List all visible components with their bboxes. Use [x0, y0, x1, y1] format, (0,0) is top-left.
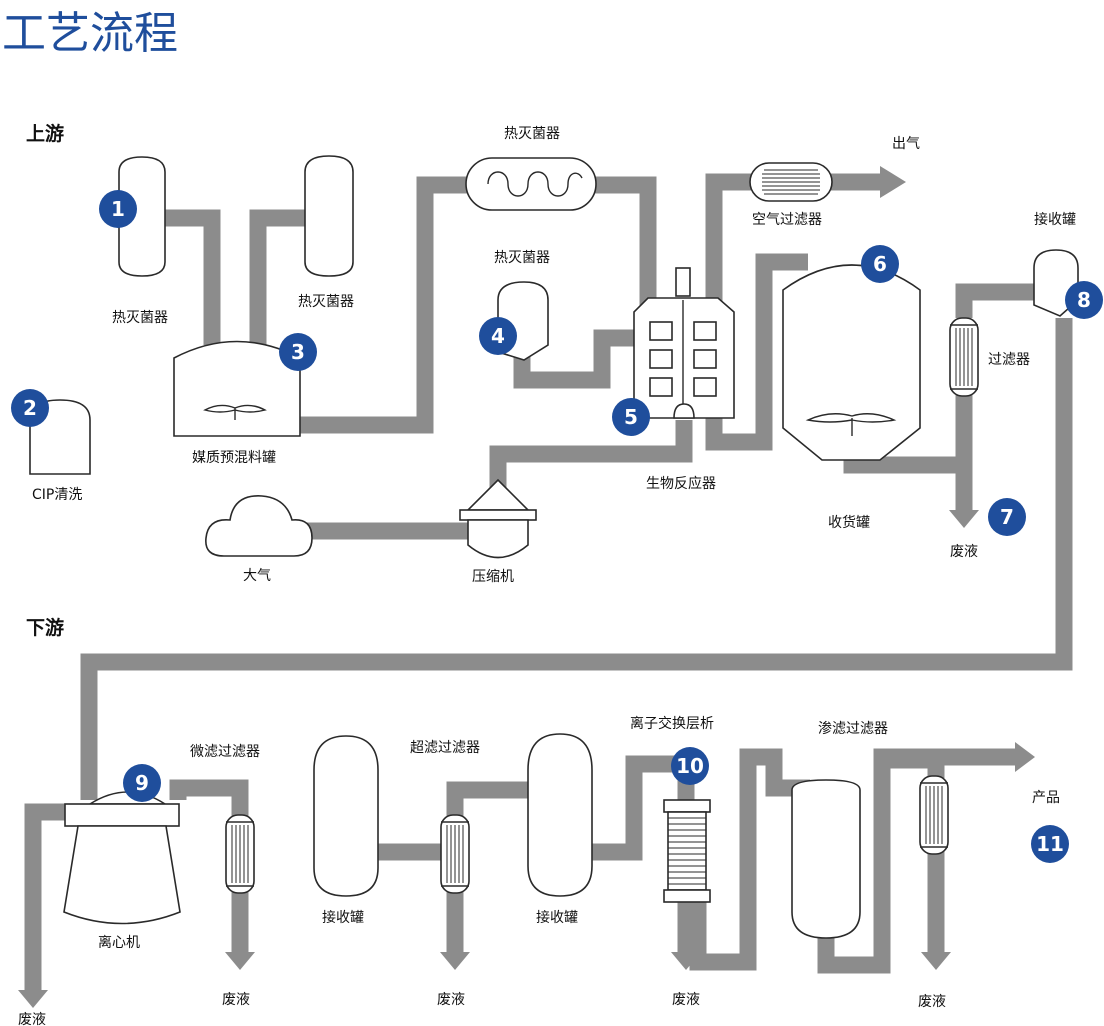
pipe-ultrafilter-in: [446, 781, 528, 818]
waste-arrow-icon: [440, 952, 470, 970]
label-diafilter: 渗滤过滤器: [818, 721, 888, 737]
exhaust-arrow-icon: [880, 166, 906, 198]
waste-arrow-icon: [225, 952, 255, 970]
final-filter: [919, 775, 949, 855]
label-harvest-tank: 收货罐: [828, 514, 870, 531]
pipe-centrifuge-microfilter: [169, 779, 249, 820]
step-badge-3: 3: [279, 333, 317, 371]
pipe-ion-diafilter: [689, 748, 810, 971]
label-receiver-2: 接收罐: [536, 909, 578, 926]
label-sterilizer-top: 热灭菌器: [504, 126, 560, 142]
label-waste-ion: 废液: [672, 992, 700, 1008]
label-waste-ultra: 废液: [437, 992, 465, 1008]
svg-text:8: 8: [1077, 288, 1091, 312]
filter-top: [949, 317, 979, 397]
label-bioreactor: 生物反应器: [646, 475, 716, 492]
waste-arrow-icon: [18, 990, 48, 1008]
label-receiver-1: 接收罐: [322, 909, 364, 926]
label-ion-exchange: 离子交换层析: [630, 715, 714, 732]
microfilter: [225, 814, 255, 894]
atmosphere-cloud-icon: [205, 495, 313, 557]
pipe-upstream-downstream: [80, 318, 1073, 800]
receiver-tank-2: [527, 733, 593, 897]
page-title: 工艺流程: [2, 8, 178, 59]
harvest-tank: [782, 264, 921, 461]
step-badge-4: 4: [479, 317, 517, 355]
pipe-compressor-reactor: [489, 420, 693, 488]
label-receiver-top: 接收罐: [1034, 211, 1076, 228]
pipe-harvest-waste: [843, 456, 973, 510]
svg-text:4: 4: [491, 324, 505, 348]
label-ultrafilter: 超滤过滤器: [410, 740, 480, 756]
label-cip: CIP清洗: [32, 487, 82, 503]
step-badge-10: 10: [671, 747, 709, 785]
step-badge-1: 1: [99, 190, 137, 228]
label-waste-micro: 废液: [222, 992, 250, 1008]
waste-arrow-icon: [949, 510, 979, 528]
label-waste-centrifuge: 废液: [18, 1012, 46, 1026]
pipe-diafilter-filter: [882, 751, 945, 778]
svg-text:3: 3: [291, 340, 305, 364]
product-arrow-icon: [1015, 742, 1035, 772]
svg-text:9: 9: [135, 771, 149, 795]
svg-text:11: 11: [1036, 832, 1064, 856]
step-badge-8: 8: [1065, 281, 1103, 319]
step-badge-9: 9: [123, 764, 161, 802]
svg-text:2: 2: [23, 396, 37, 420]
label-exhaust: 出气: [892, 136, 920, 152]
label-product: 产品: [1032, 790, 1060, 806]
label-atmosphere: 大气: [243, 568, 271, 584]
label-mixing-tank: 媒质预混料罐: [192, 450, 276, 466]
receiver-tank-1: [313, 735, 379, 897]
sterilizer-3-vessel: [304, 155, 354, 277]
diafilter-vessel: [791, 779, 861, 939]
pipe-sterilizer4-reactor: [513, 329, 634, 389]
pipe-sterilizer1-mixer: [162, 209, 221, 345]
label-compressor: 压缩机: [472, 569, 514, 585]
label-sterilizer-3: 热灭菌器: [298, 294, 354, 310]
step-badge-5: 5: [612, 398, 650, 436]
pipe-reactor-airfilter: [705, 173, 752, 305]
label-microfilter: 微滤过滤器: [190, 744, 260, 760]
ultrafilter: [440, 814, 470, 894]
svg-text:6: 6: [873, 252, 887, 276]
label-centrifuge: 离心机: [98, 934, 140, 951]
arrowheads: [18, 166, 1035, 1008]
pipe-centrifuge-waste: [24, 803, 70, 990]
labels: 热灭菌器 热灭菌器 热灭菌器 热灭菌器 CIP清洗 媒质预混料罐 生物反应器 空…: [18, 126, 1076, 1026]
label-air-filter: 空气过滤器: [752, 212, 822, 228]
sterilizer-2-coil-exchanger: [465, 157, 597, 211]
pipe-reactor-harvest: [705, 253, 808, 451]
svg-text:10: 10: [676, 754, 704, 778]
section-downstream: 下游: [26, 616, 64, 639]
svg-text:7: 7: [1000, 505, 1014, 529]
label-filter-top: 过滤器: [988, 352, 1030, 368]
step-badge-7: 7: [988, 498, 1026, 536]
section-upstream: 上游: [26, 122, 64, 145]
step-badge-11: 11: [1031, 825, 1069, 863]
air-filter: [749, 162, 833, 202]
label-waste-up: 废液: [950, 544, 978, 560]
compressor: [459, 478, 537, 559]
sterilizer-1-vessel: [118, 156, 166, 277]
svg-text:5: 5: [624, 405, 638, 429]
step-badge-2: 2: [11, 389, 49, 427]
pipe-receiver-filter: [955, 283, 1040, 318]
pipe-sterilizer-top-reactor: [594, 176, 657, 312]
pipe-mixer-sterilizer-top: [300, 176, 468, 434]
label-sterilizer-4: 热灭菌器: [494, 250, 550, 266]
pipe-sterilizer3-mixer: [249, 209, 305, 345]
waste-arrow-icon: [921, 952, 951, 970]
step-badge-6: 6: [861, 245, 899, 283]
label-waste-dia: 废液: [918, 994, 946, 1010]
svg-text:1: 1: [111, 197, 125, 221]
waste-arrow-icon: [671, 952, 701, 970]
ion-exchange-column: [663, 799, 711, 903]
centrifuge: [63, 791, 181, 925]
label-sterilizer-1: 热灭菌器: [112, 310, 168, 326]
